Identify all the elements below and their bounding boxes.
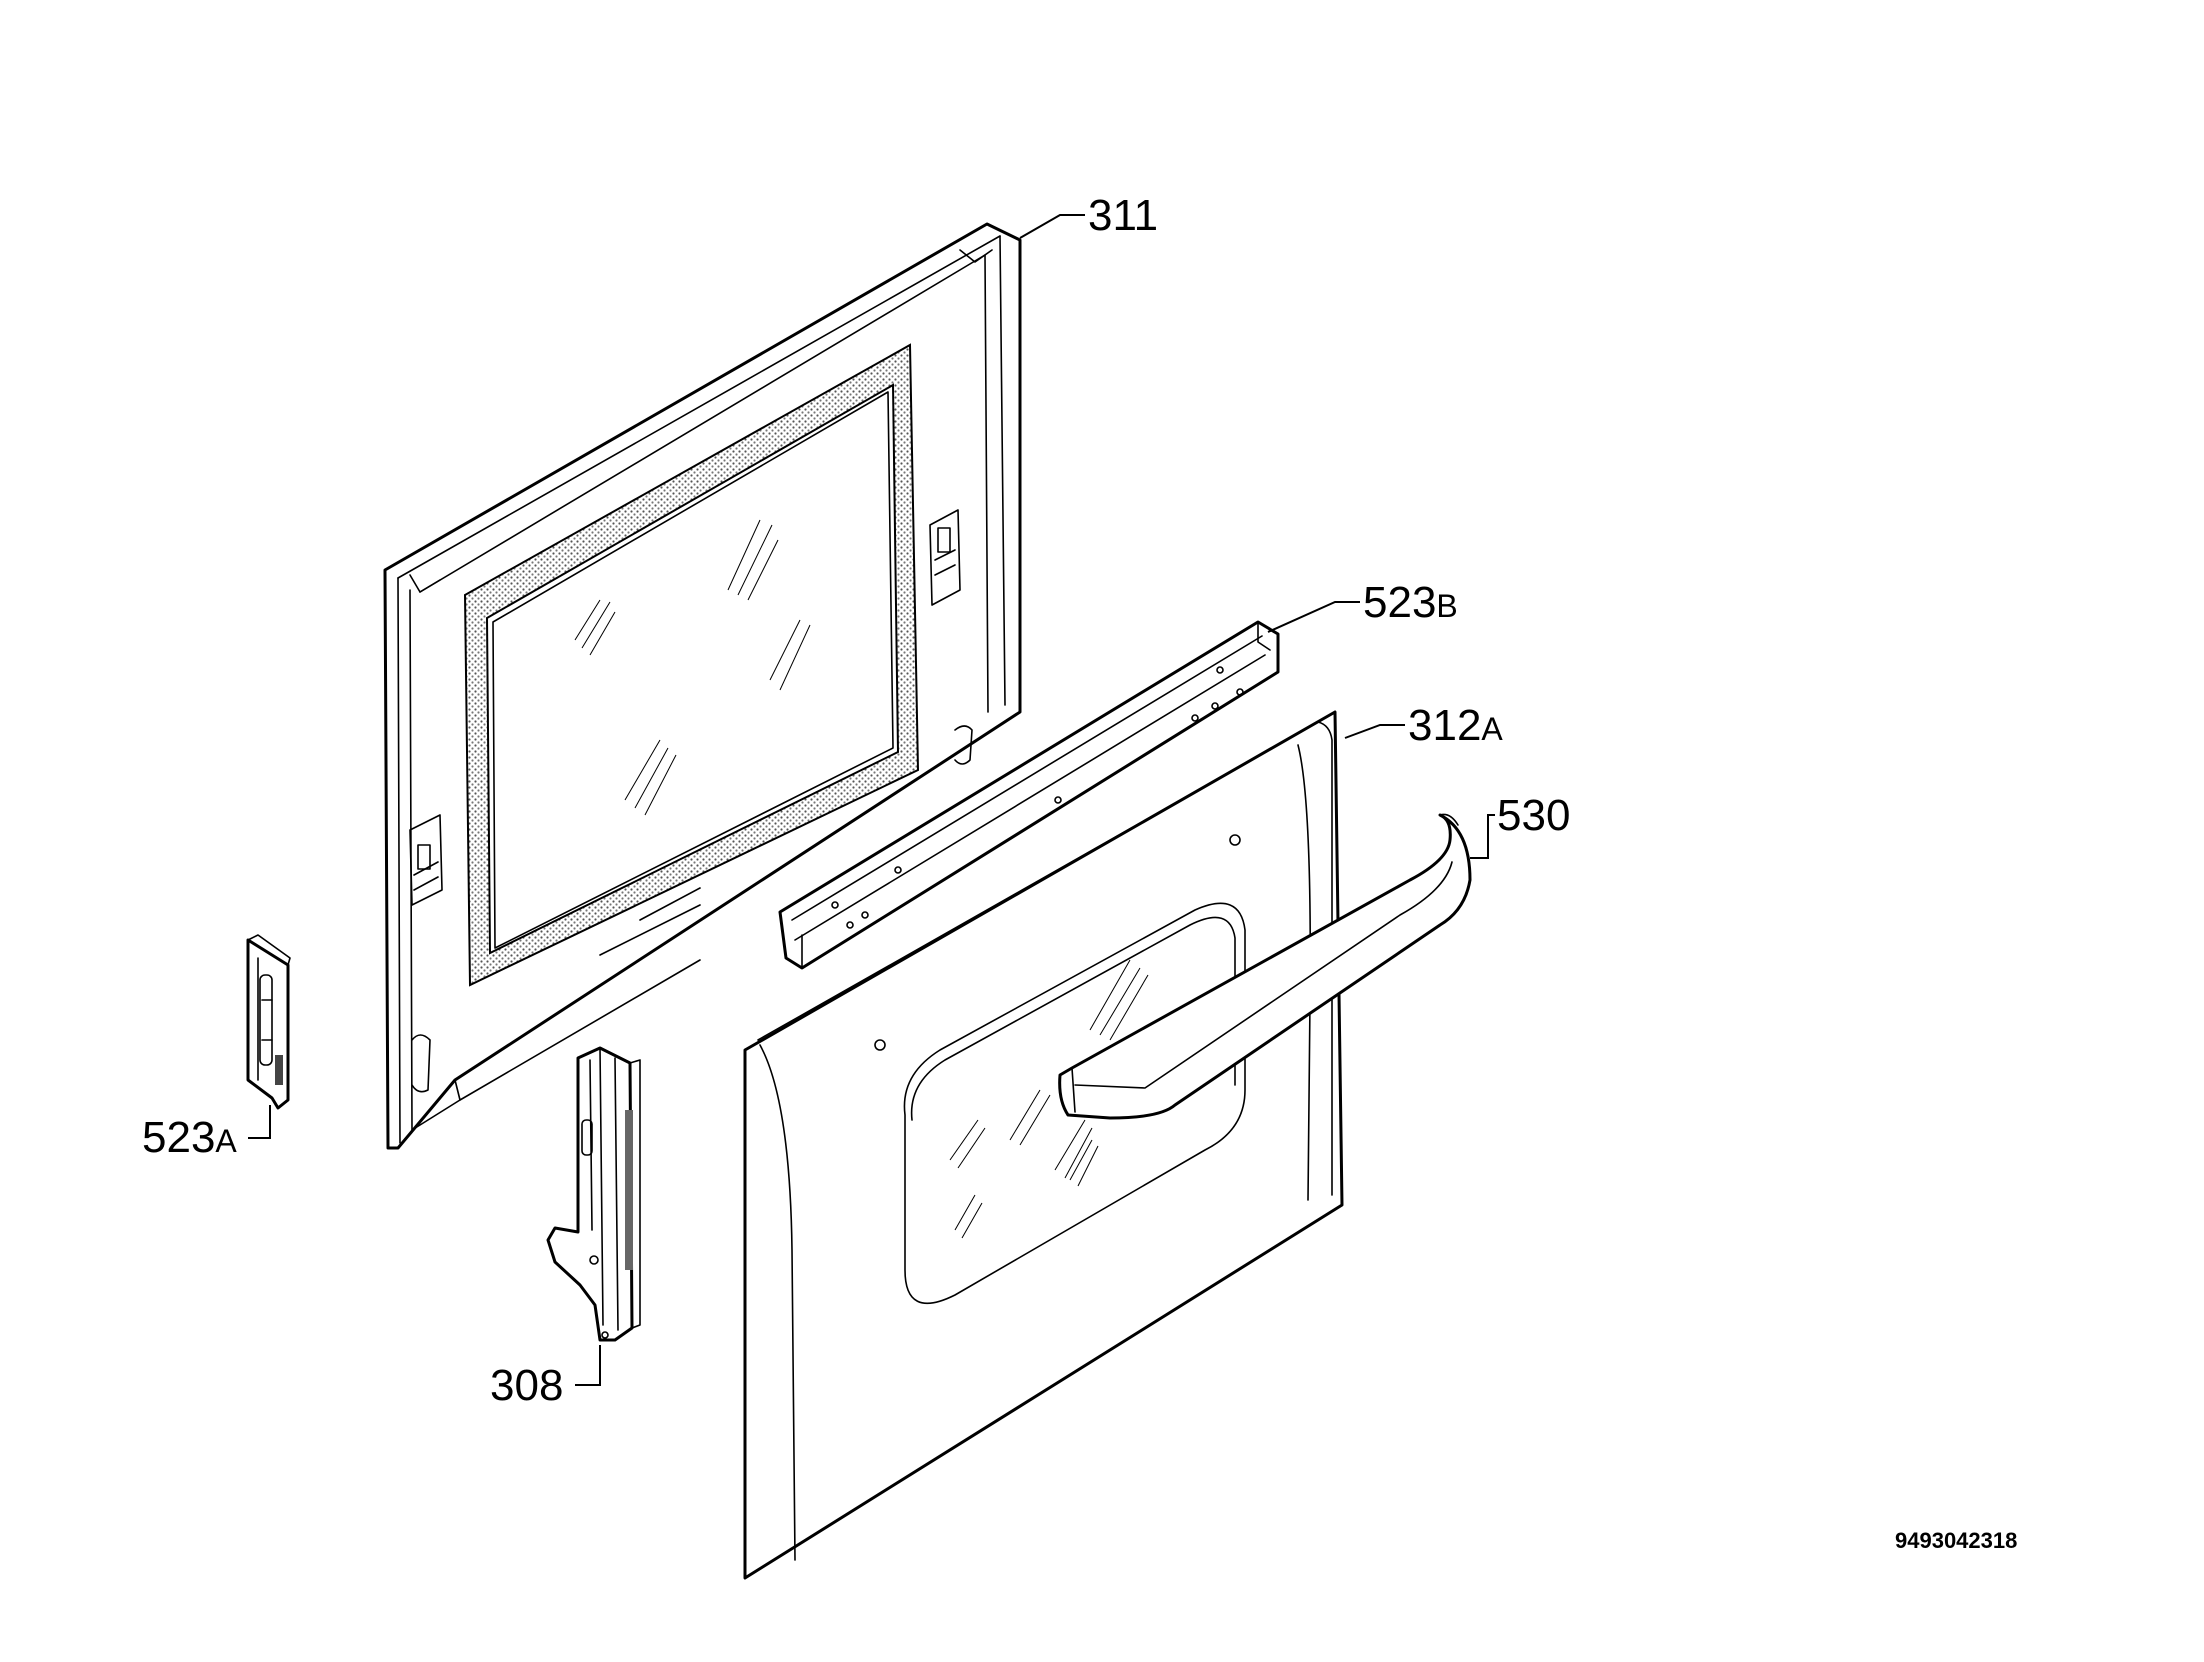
part-label-523b: 523B [1363,578,1458,627]
part-label-312a: 312A [1408,701,1503,750]
leader-530 [1470,814,1495,859]
side-bracket [246,934,291,1110]
door-profile-bar [778,620,1280,970]
leader-lines [248,214,1495,1386]
leader-523a [248,1105,271,1139]
door-handle [1058,813,1472,1120]
part-label-530: 530 [1497,791,1570,840]
door-hinge [546,1046,641,1342]
leader-311 [1019,214,1085,239]
part-label-311: 311 [1088,191,1158,240]
drawing-code: 9493042318 [1895,1528,2017,1553]
leader-312a [1344,724,1405,739]
outer-door-panel [743,710,1344,1580]
inner-door-panel [383,222,1022,1150]
part-label-308: 308 [490,1361,563,1410]
part-label-523a: 523A [142,1113,237,1162]
leader-308 [575,1345,601,1386]
leader-523b [1267,601,1360,633]
